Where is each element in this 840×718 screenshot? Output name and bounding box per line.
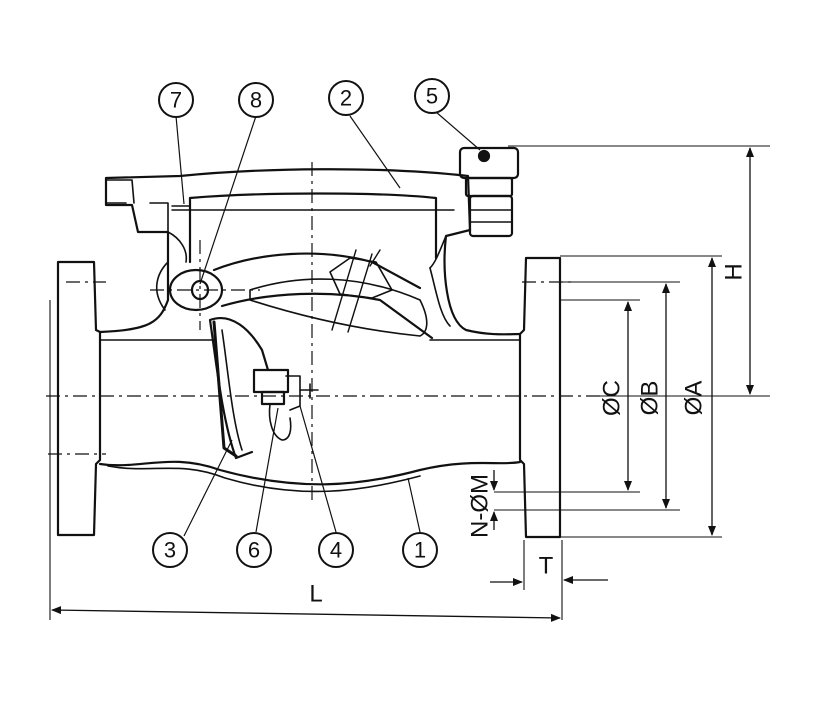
- callout-label-2: 2: [340, 86, 352, 111]
- dim-label-l: L: [309, 581, 322, 608]
- leader-2: [349, 115, 401, 189]
- dim-label-c: ØC: [599, 380, 626, 416]
- callout-label-5: 5: [426, 84, 438, 109]
- disc-arm: [212, 252, 434, 340]
- dim-line-l: [51, 606, 561, 622]
- leader-1: [407, 477, 421, 533]
- valve-body-outline: [98, 168, 522, 336]
- callout-circle-6: [236, 532, 272, 568]
- dim-label-t: T: [539, 553, 554, 580]
- dim-label-a: ØA: [681, 381, 708, 416]
- dim-label-b: ØB: [637, 381, 664, 416]
- callout-circle-1: [402, 532, 438, 568]
- leader-7: [175, 115, 185, 205]
- disc-nut: [252, 368, 290, 394]
- leader-3: [183, 439, 233, 537]
- left-flange: [56, 260, 102, 537]
- callout-circle-5: [414, 78, 450, 114]
- leader-4: [299, 405, 337, 533]
- callout-label-8: 8: [250, 88, 262, 113]
- leader-8: [199, 115, 257, 285]
- callout-label-6: 6: [248, 538, 260, 563]
- callout-circle-4: [318, 532, 354, 568]
- callout-label-1: 1: [414, 538, 426, 563]
- plug-nut: [458, 146, 520, 180]
- callout-circle-7: [158, 82, 194, 118]
- callout-circle-3: [152, 532, 188, 568]
- valve-body-bottom: [98, 460, 522, 486]
- callout-circle-8: [238, 82, 274, 118]
- callout-label-3: 3: [164, 538, 176, 563]
- leader-6: [255, 407, 279, 533]
- dim-label-nm: N-ØM: [467, 474, 494, 538]
- callout-circle-2: [328, 80, 364, 116]
- right-flange: [518, 256, 562, 539]
- dim-label-h: H: [721, 263, 748, 280]
- callout-label-4: 4: [330, 538, 342, 563]
- bonnet-cover: [188, 192, 438, 264]
- callout-label-7: 7: [170, 88, 182, 113]
- leader-5: [435, 111, 481, 151]
